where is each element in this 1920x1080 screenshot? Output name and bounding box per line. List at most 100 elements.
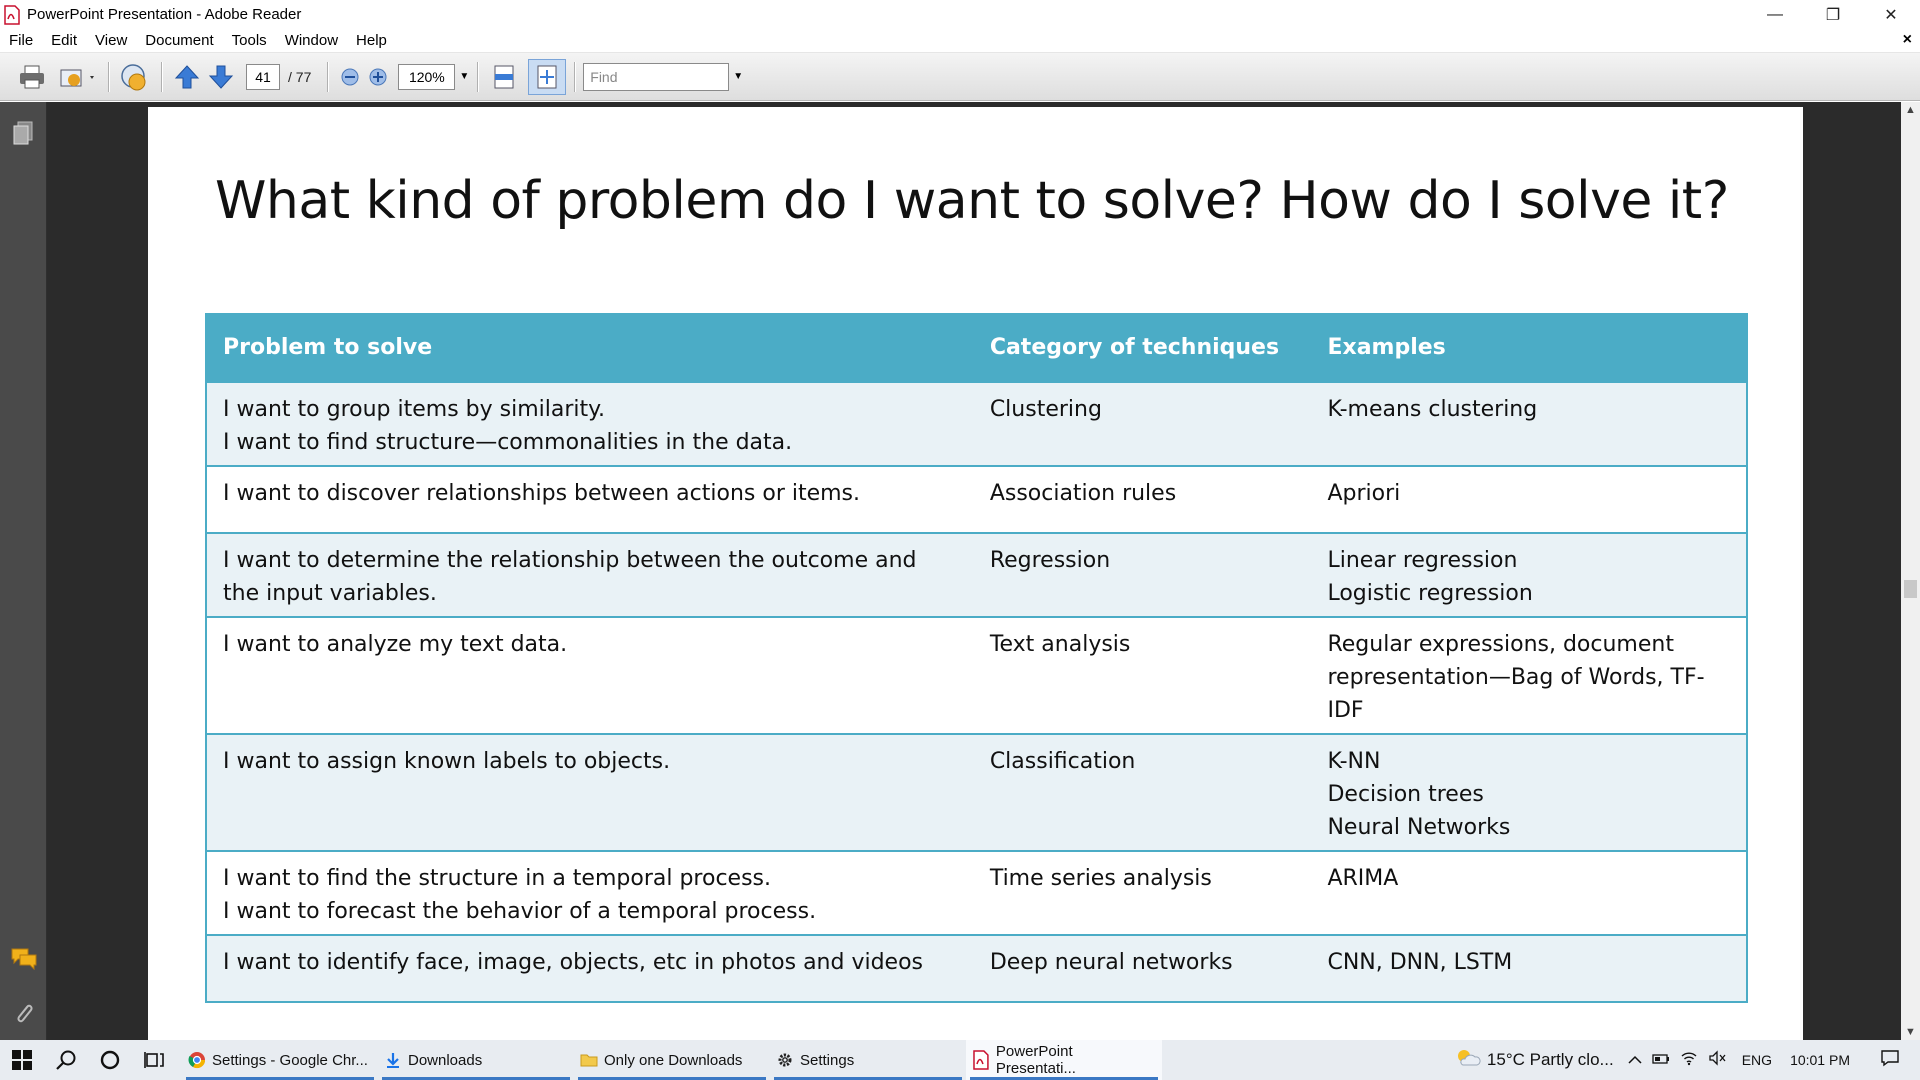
minimize-button[interactable]: — (1767, 5, 1783, 23)
print-button[interactable] (14, 59, 50, 95)
taskbar-item-folder[interactable]: Only one Downloads (574, 1040, 770, 1080)
menu-help[interactable]: Help (356, 32, 387, 49)
example-line: Apriori (1327, 481, 1401, 506)
task-view-icon (144, 1052, 164, 1068)
task-label: Settings (800, 1051, 855, 1069)
examples-cell: K-means clustering (1311, 381, 1747, 466)
task-underline (382, 1077, 570, 1080)
menu-edit[interactable]: Edit (51, 32, 78, 49)
fit-width-button[interactable] (486, 59, 522, 95)
close-document-button[interactable]: × (1902, 31, 1912, 48)
folder-icon (580, 1054, 598, 1067)
fit-width-icon (494, 65, 514, 88)
problem-line: I want to group items by similarity. (223, 397, 605, 422)
weather-icon[interactable] (1455, 1047, 1481, 1073)
category-cell: Association rules (973, 465, 1312, 533)
category-cell: Time series analysis (973, 850, 1312, 935)
problem-line: I want to discover relationships between… (223, 481, 861, 506)
table-row: I want to assign known labels to objects… (206, 733, 1747, 851)
arrow-down-icon (208, 65, 234, 89)
techniques-table: Problem to solve Category of techniques … (205, 313, 1748, 1003)
weather-text[interactable]: 15°C Partly clo... (1486, 1050, 1614, 1069)
find-input[interactable]: Find (583, 62, 730, 91)
task-view-button[interactable] (132, 1040, 176, 1080)
example-line: IDF (1327, 698, 1364, 723)
task-label: Only one Downloads (604, 1051, 743, 1069)
problem-line: I want to forecast the behavior of a tem… (223, 899, 817, 924)
example-line: Linear regression (1327, 548, 1518, 573)
share-button[interactable] (56, 59, 100, 95)
category-cell: Deep neural networks (973, 934, 1312, 1002)
table-row: I want to analyze my text data. Text ana… (206, 616, 1747, 734)
paperclip-icon (17, 1004, 33, 1023)
input-language[interactable]: ENG (1741, 1052, 1773, 1068)
menu-tools[interactable]: Tools (231, 32, 267, 49)
category-cell: Classification (973, 733, 1312, 851)
clock-time[interactable]: 10:01 PM (1790, 1052, 1850, 1068)
task-label: PowerPoint Presentati... (995, 1043, 1076, 1077)
previous-page-button[interactable] (170, 59, 204, 95)
battery-icon[interactable] (1652, 1052, 1670, 1069)
find-options-chevron-icon[interactable]: ▼ (733, 71, 744, 82)
taskbar-item-settings[interactable]: Settings (770, 1040, 966, 1080)
examples-cell: ARIMA (1311, 850, 1747, 935)
chevron-down-icon[interactable]: ▼ (459, 71, 470, 82)
slide-title: What kind of problem do I want to solve?… (215, 171, 1729, 231)
category-cell: Regression (973, 532, 1312, 617)
cortana-button[interactable] (88, 1040, 132, 1080)
example-line: Logistic regression (1327, 581, 1533, 606)
pages-panel-button[interactable] (12, 120, 34, 151)
problem-line: I want to identify face, image, objects,… (223, 950, 924, 975)
document-viewer[interactable]: What kind of problem do I want to solve?… (47, 102, 1901, 1040)
collaborate-button[interactable] (117, 59, 153, 95)
zoom-in-icon (369, 68, 387, 85)
close-button[interactable]: ✕ (1884, 6, 1898, 24)
example-line: Regular expressions, document (1327, 632, 1674, 657)
attachments-panel-button[interactable] (12, 1000, 36, 1033)
wifi-icon[interactable] (1680, 1050, 1698, 1070)
problem-cell: I want to analyze my text data. (206, 616, 974, 734)
window-title: PowerPoint Presentation - Adobe Reader (27, 6, 302, 23)
comments-panel-button[interactable] (10, 946, 38, 975)
menu-window[interactable]: Window (284, 32, 339, 49)
example-line: representation—Bag of Words, TF- (1327, 665, 1705, 690)
share-icon (60, 69, 94, 86)
table-row: I want to group items by similarity.I wa… (206, 381, 1747, 466)
windows-logo-icon (12, 1050, 32, 1070)
examples-cell: CNN, DNN, LSTM (1311, 934, 1747, 1002)
scroll-up-arrow-icon[interactable]: ▲ (1905, 104, 1916, 116)
cortana-circle-icon (100, 1050, 120, 1070)
search-button[interactable] (44, 1040, 88, 1080)
table-row: I want to identify face, image, objects,… (206, 934, 1747, 1002)
taskbar-item-chrome[interactable]: Settings - Google Chr... (182, 1040, 378, 1080)
task-underline (186, 1077, 374, 1080)
menu-document[interactable]: Document (145, 32, 214, 49)
menu-view[interactable]: View (95, 32, 128, 49)
task-label: Downloads (408, 1051, 483, 1069)
zoom-in-button[interactable] (364, 59, 392, 95)
volume-muted-icon[interactable] (1708, 1050, 1728, 1070)
taskbar-item-downloads[interactable]: Downloads (378, 1040, 574, 1080)
taskbar-item-adobe-reader[interactable]: PowerPoint Presentati... (966, 1040, 1162, 1080)
start-button[interactable] (0, 1040, 44, 1080)
zoom-out-button[interactable] (336, 59, 364, 95)
table-header-row: Problem to solve Category of techniques … (206, 313, 1747, 382)
scroll-down-arrow-icon[interactable]: ▼ (1905, 1026, 1916, 1038)
task-underline (970, 1077, 1158, 1080)
example-line: K-means clustering (1327, 397, 1538, 422)
example-line: ARIMA (1327, 866, 1399, 891)
restore-button[interactable]: ❐ (1825, 6, 1841, 24)
problem-line: I want to find the structure in a tempor… (223, 866, 771, 891)
problem-cell: I want to assign known labels to objects… (206, 733, 974, 851)
vertical-scrollbar[interactable]: ▲ ▼ (1901, 102, 1920, 1040)
show-hidden-icons-chevron-icon[interactable] (1628, 1052, 1642, 1069)
notification-center-icon[interactable] (1880, 1049, 1900, 1071)
page-number-input[interactable]: 41 (246, 63, 280, 90)
next-page-button[interactable] (204, 59, 238, 95)
zoom-level-input[interactable]: 120% (398, 63, 456, 90)
windows-taskbar: Settings - Google Chr... Downloads Only … (0, 1040, 1920, 1080)
fit-page-button[interactable] (528, 58, 567, 95)
scrollbar-thumb[interactable] (1904, 580, 1917, 598)
menu-file[interactable]: File (9, 32, 34, 49)
